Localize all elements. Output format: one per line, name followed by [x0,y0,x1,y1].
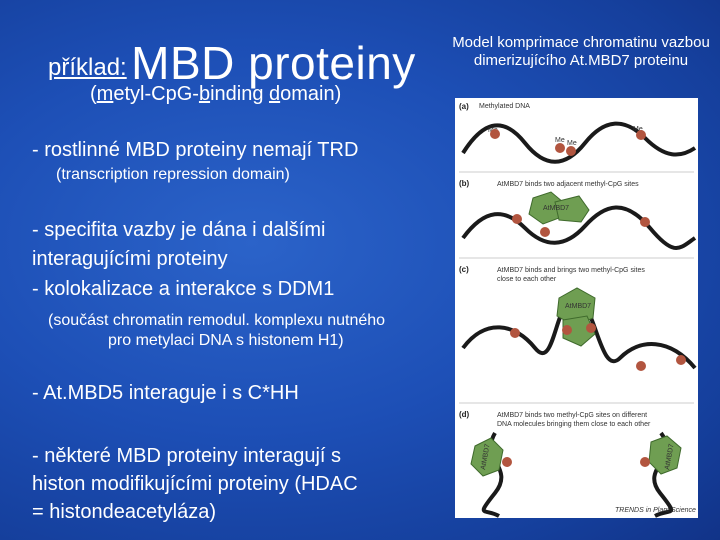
title-prefix: příklad: [48,54,127,81]
bullet-hdac-line2: histon modifikujícími proteiny (HDAC [32,473,358,495]
panel-b-label: (b) [459,179,470,188]
dna-strand-a [461,121,697,164]
bullet-atmbd5: - At.MBD5 interaguje i s C*HH [32,382,299,404]
panel-d-text-line1: AtMBD7 binds two methyl-CpG sites on dif… [497,412,647,419]
atmbd7-protein: AtMBD7 [664,443,675,470]
methyl-site [636,361,646,371]
methyl-site [676,355,686,365]
subtitle-part: inding [210,83,269,105]
model-caption: Model komprimace chromatinu vazbou dimer… [452,34,710,69]
subtitle-part: etyl-Cp [113,83,177,105]
subtitle-part: ( [90,83,97,105]
atmbd7-protein-shape [554,195,590,223]
methyl-site [566,146,576,156]
subtitle-part: - [192,83,199,105]
slide-title: příklad: MBD proteiny [48,36,416,90]
panel-d-label: (d) [459,410,470,419]
methyl-site [512,214,522,224]
subtitle-part: m [96,83,114,105]
me-label: Me [633,126,643,133]
panel-a-text: Methylated DNA [479,103,530,110]
title-main: MBD proteiny [131,37,416,89]
bullet-hdac-line3: = histondeacetyláza) [32,501,217,523]
dna-strand-b [461,205,697,250]
atmbd7-protein: AtMBD7 [565,303,591,310]
me-label: Me [555,137,565,144]
subtitle-part: d [269,83,281,105]
methyl-site [555,143,565,153]
methyl-site [502,457,512,467]
atmbd7-protein: AtMBD7 [543,205,569,212]
me-label: Me [567,140,577,147]
panel-d-text-line2: DNA molecules bringing them close to eac… [497,421,651,428]
bullet-specificity-line2: interagujícími proteiny [32,248,228,270]
methyl-site [490,129,500,139]
subtitle: (metyl-CpG-binding domain) [90,83,341,106]
methyl-site [640,217,650,227]
subtitle-part: b [198,83,211,105]
atmbd7-protein-shape [470,437,504,477]
subtitle-part: G [176,83,193,105]
atmbd7-protein: AtMBD7 [480,443,491,470]
bullet-ddm1-note-line1: (součást chromatin remodul. komplexu nut… [48,312,386,329]
panel-c-text-line1: AtMBD7 binds and brings two methyl-CpG s… [497,267,645,274]
methyl-site [640,457,650,467]
methyl-site [540,227,550,237]
methyl-site [562,325,572,335]
panel-c-text-line2: close to each other [497,276,557,283]
panel-c-label: (c) [459,265,469,274]
panel-b-text: AtMBD7 binds two adjacent methyl-CpG sit… [497,181,639,188]
bullet-ddm1-note-line2: pro metylaci DNA s histonem H1) [108,332,344,349]
methyl-site [586,323,596,333]
bullet-trd: - rostlinné MBD proteiny nemají TRD [32,139,359,161]
bullet-ddm1: - kolokalizace a interakce s DDM1 [32,278,335,300]
methyl-site [636,130,646,140]
bullet-trd-note: (transcription repression domain) [56,166,290,183]
bullet-specificity-line1: - specifita vazby je dána i dalšími [32,219,326,241]
methyl-site [510,328,520,338]
figure-credit: TRENDS in Plant Science [615,507,696,514]
chromatin-model-figure: (a) Methylated DNA Me Me Me Me (b) AtMBD… [455,98,698,518]
atmbd7-protein-shape [562,315,596,347]
subtitle-part: omain) [280,83,342,105]
bullet-hdac-line1: - některé MBD proteiny interagují s [32,445,342,467]
panel-a-label: (a) [459,102,469,111]
